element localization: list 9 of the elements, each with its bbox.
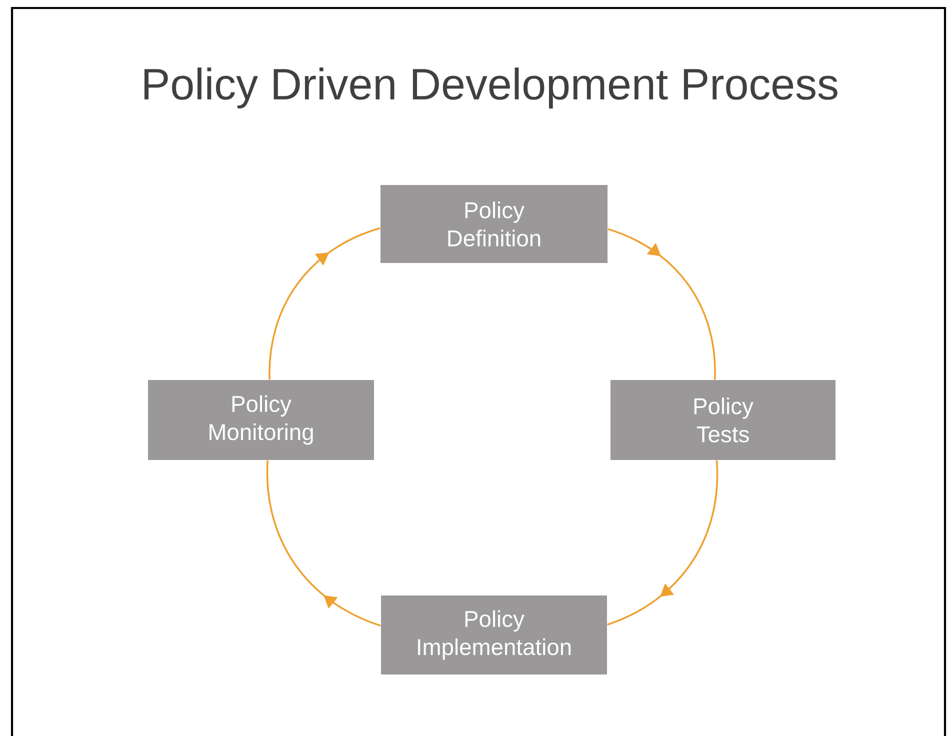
arrow xyxy=(266,460,381,626)
title: Policy Driven Development Process xyxy=(144,68,838,108)
arrow xyxy=(607,460,718,626)
arrow xyxy=(268,227,380,380)
process-box: Policy Definition xyxy=(380,185,608,263)
process-box: Policy Tests xyxy=(610,380,836,460)
process-box: Policy Implementation xyxy=(381,595,607,674)
process-box: Policy Monitoring xyxy=(148,380,374,460)
arrow xyxy=(608,228,716,380)
